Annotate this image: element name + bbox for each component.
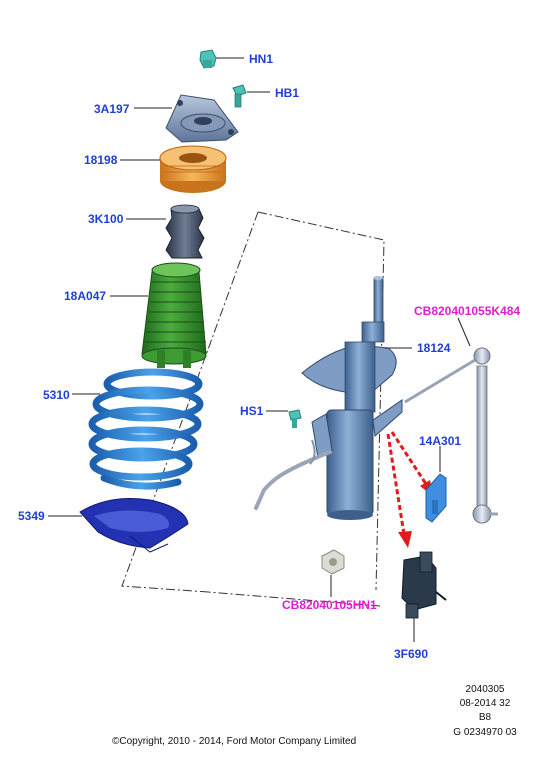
screw-hs1[interactable]	[288, 409, 302, 428]
label-14a301[interactable]: 14A301	[419, 434, 462, 448]
label-3a197[interactable]: 3A197	[94, 102, 130, 116]
bracket-14a301[interactable]	[425, 473, 447, 523]
coil-spring-5310[interactable]	[88, 368, 204, 490]
label-18a047[interactable]: 18A047	[64, 289, 107, 303]
drawing-date: 08-2014 32	[459, 698, 511, 709]
stabilizer-link-cb820401055k484[interactable]	[404, 347, 498, 524]
label-5349[interactable]: 5349	[18, 509, 45, 523]
assembly-outline	[121, 211, 385, 607]
drawing-number: 2040305	[465, 684, 505, 695]
label-hs1[interactable]: HS1	[240, 404, 264, 418]
label-18198[interactable]: 18198	[84, 153, 118, 167]
label-5310[interactable]: 5310	[43, 388, 70, 402]
top-mount-3a197[interactable]	[165, 94, 239, 143]
bolt-hb1[interactable]	[232, 84, 247, 108]
label-18124[interactable]: 18124	[417, 341, 451, 355]
label-hb1[interactable]: HB1	[275, 86, 300, 100]
label-hn1[interactable]: HN1	[249, 52, 274, 66]
label-cb820401055k484[interactable]: CB820401055K484	[414, 304, 521, 318]
dust-boot-18a047[interactable]	[141, 262, 207, 368]
label-3k100[interactable]: 3K100	[88, 212, 124, 226]
spring-insulator-5349[interactable]	[79, 498, 189, 553]
drawing-code: G 0234970 03	[453, 727, 517, 738]
spring-seat-18198[interactable]	[159, 145, 227, 193]
nut-cb82040105hn1[interactable]	[321, 549, 345, 575]
sensor-3f690[interactable]	[401, 551, 447, 619]
label-3f690[interactable]: 3F690	[394, 647, 429, 661]
bump-stop-3k100[interactable]	[165, 204, 205, 259]
drawing-revision: B8	[478, 712, 492, 723]
strut-18124[interactable]	[301, 276, 403, 520]
brake-hose	[254, 450, 332, 510]
copyright-notice: ©Copyright, 2010 - 2014, Ford Motor Comp…	[112, 736, 357, 747]
label-cb82040105hn1[interactable]: CB82040105HN1	[282, 598, 377, 612]
nut-hn1[interactable]	[199, 49, 217, 69]
